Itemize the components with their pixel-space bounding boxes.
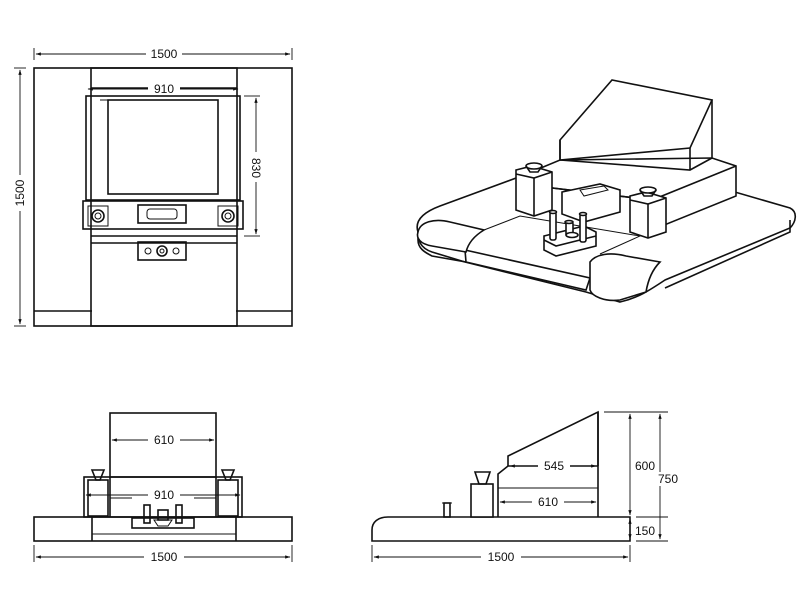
side-elevation (371, 410, 631, 542)
left-speaker (87, 205, 109, 227)
monitor-screen (107, 99, 219, 195)
button-plate (137, 241, 187, 261)
front-plan-view (33, 67, 293, 327)
dim-upper-width-label: 610 (154, 433, 174, 447)
dim-lower-width-label: 910 (154, 488, 174, 502)
dim-screen-height-label: 830 (249, 158, 263, 178)
iso-console-box (561, 183, 621, 223)
iso-ramp (464, 248, 592, 291)
dim-lower-depth-label: 610 (538, 495, 558, 509)
fe-right-pedestal (217, 479, 239, 517)
fe-left-pedestal (87, 479, 109, 517)
right-speaker (217, 205, 239, 227)
fe-pedal-plate (131, 517, 195, 529)
front-elevation-dimensions: 610 910 1500 (33, 432, 293, 564)
dim-height-750-label: 750 (658, 472, 678, 486)
dim-height-label: 1500 (13, 179, 27, 206)
se-pedestal (470, 483, 494, 518)
center-panel (137, 204, 187, 224)
front-elevation (33, 412, 293, 542)
dim-screen-width-label: 910 (154, 82, 174, 96)
side-elevation-dimensions: 545 610 1500 600 750 150 (371, 411, 682, 564)
dim-height-600-label: 600 (635, 459, 655, 473)
dim-width-label: 1500 (151, 47, 178, 61)
se-monitor-housing (507, 410, 599, 466)
dim-base-length-label: 1500 (488, 550, 515, 564)
cabinet-body (90, 67, 238, 327)
outer-frame (33, 67, 293, 327)
se-base (371, 516, 631, 542)
dim-height-150-label: 150 (635, 524, 655, 538)
screen-bezel (85, 95, 241, 201)
front-plan-dimensions: 1500 910 1500 830 (11, 46, 293, 327)
fe-main-body (83, 476, 243, 518)
isometric-view (416, 79, 797, 303)
dim-base-width-label: 1500 (151, 550, 178, 564)
control-shelf (82, 200, 244, 230)
dim-upper-depth-label: 545 (544, 459, 564, 473)
